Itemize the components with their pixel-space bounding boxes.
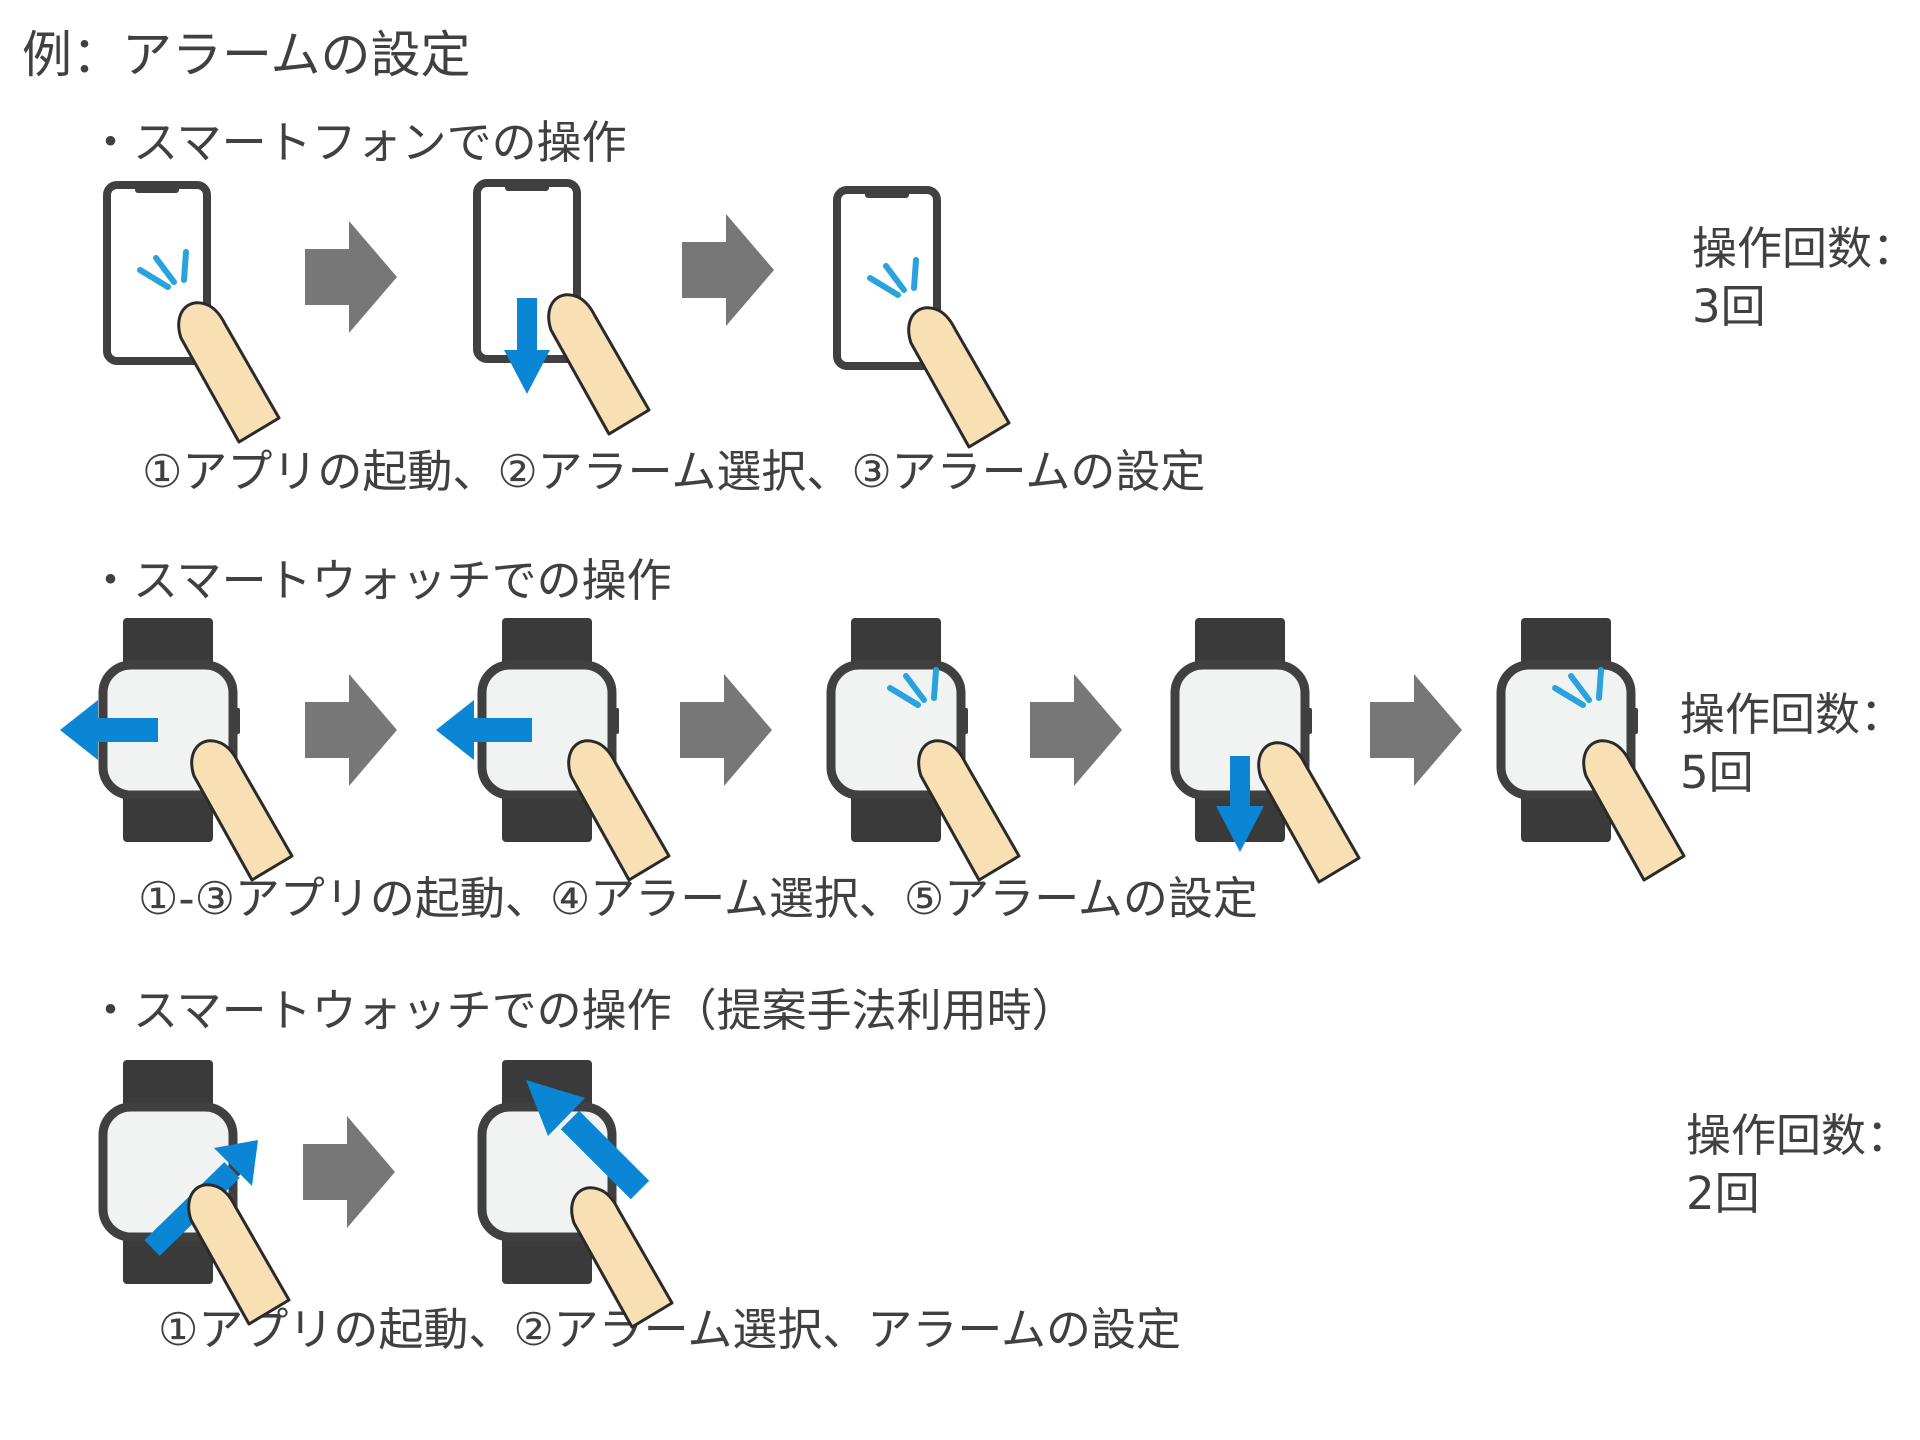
section-heading-phone: ・スマートフォンでの操作 — [88, 116, 627, 169]
right-arrow-icon — [1370, 674, 1462, 786]
right-arrow-icon — [680, 674, 772, 786]
finger-icon — [907, 306, 1011, 449]
page-title: 例：アラームの設定 — [22, 26, 471, 84]
finger-icon — [547, 293, 651, 436]
caption-watch-proposed: ①アプリの起動、②アラーム選択、アラームの設定 — [158, 1303, 1181, 1356]
section-heading-watch: ・スマートウォッチでの操作 — [88, 554, 672, 607]
swipe-left-arrow-icon — [436, 700, 532, 760]
right-arrow-icon — [305, 221, 397, 333]
operation-count-watch-proposed: 操作回数： 2回 — [1686, 1107, 1911, 1222]
caption-watch: ①-③アプリの起動、④アラーム選択、⑤アラームの設定 — [138, 872, 1258, 925]
right-arrow-icon — [1030, 674, 1122, 786]
finger-icon — [177, 301, 281, 444]
operation-count-label: 操作回数： — [1686, 1109, 1912, 1162]
swipe-left-arrow-icon — [60, 700, 158, 760]
swipe-down-arrow-icon — [504, 298, 550, 394]
operation-count-label: 操作回数： — [1692, 222, 1918, 275]
caption-phone: ①アプリの起動、②アラーム選択、③アラームの設定 — [142, 445, 1206, 498]
operation-count-phone: 操作回数： 3回 — [1692, 220, 1917, 335]
swipe-down-arrow-icon — [1216, 756, 1264, 852]
section-heading-watch-proposed: ・スマートウォッチでの操作（提案手法利用時） — [88, 984, 1077, 1037]
operation-count-value: 5回 — [1680, 745, 1754, 799]
right-arrow-icon — [305, 674, 397, 786]
operation-count-watch: 操作回数： 5回 — [1680, 686, 1905, 801]
operation-count-value: 2回 — [1686, 1166, 1760, 1220]
right-arrow-icon — [303, 1116, 395, 1228]
operation-count-value: 3回 — [1692, 279, 1766, 333]
right-arrow-icon — [682, 214, 774, 326]
operation-count-label: 操作回数： — [1680, 688, 1906, 741]
swipe-diagonal-up-left-arrow-icon — [526, 1080, 650, 1200]
